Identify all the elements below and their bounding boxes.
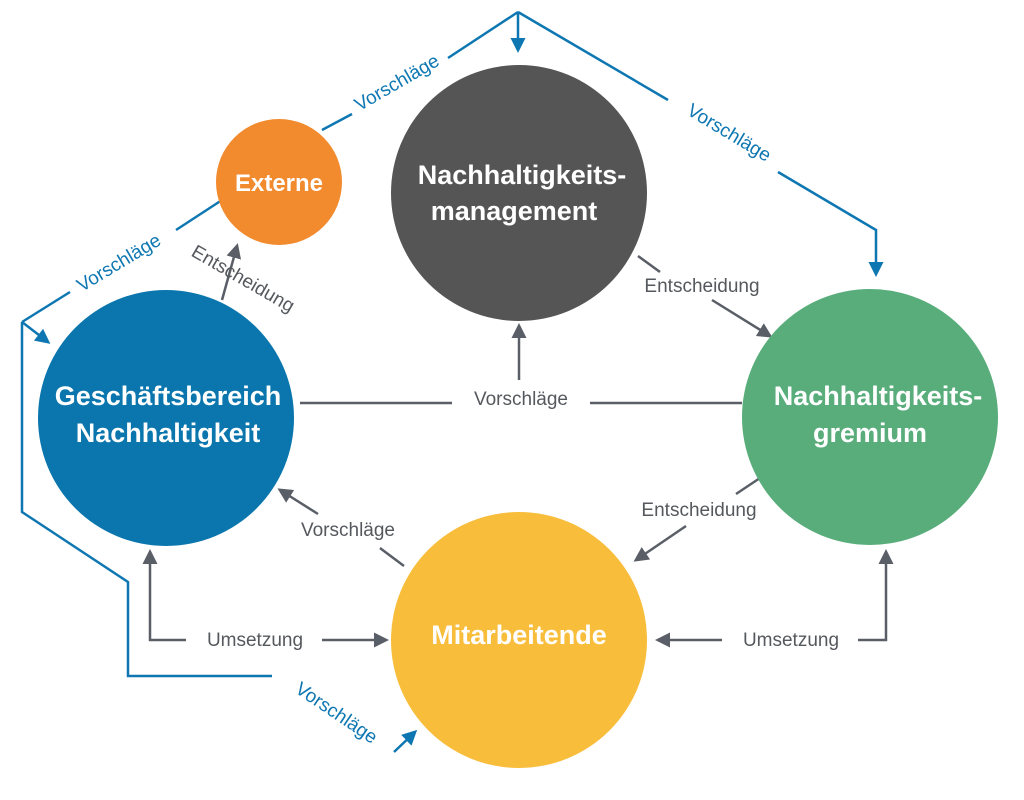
arrow-management-gremium-a — [637, 254, 661, 274]
externe-circle — [216, 119, 342, 245]
label-vorschlaege-left: Vorschläge — [73, 230, 164, 296]
label-entscheidung-management: Entscheidung — [644, 276, 759, 297]
blue-line-left-column — [20, 322, 272, 678]
grey-arrows — [142, 243, 894, 648]
node-externe: Externe — [216, 119, 342, 245]
mitarbeitende-circle — [391, 512, 647, 768]
label-umsetzung-right: Umsetzung — [743, 630, 839, 651]
label-umsetzung-left: Umsetzung — [207, 630, 303, 651]
blue-line-top-right-a — [517, 10, 669, 102]
geschaeftsbereich-label-line1: Geschäftsbereich — [55, 381, 282, 411]
gremium-label-line1: Nachhaltigkeits- — [774, 381, 983, 411]
arrow-gremium-mitarbeitende-a — [735, 476, 761, 496]
blue-arrow-into-mitarbeitende — [393, 729, 418, 753]
blue-arrow-into-gremium — [777, 170, 884, 277]
node-geschaeftsbereich: Geschäftsbereich Nachhaltigkeit — [38, 290, 294, 546]
arrow-mitarbeitende-geschaeftsbereich-a — [379, 547, 405, 567]
management-circle — [391, 65, 647, 321]
externe-label: Externe — [235, 170, 323, 197]
blue-arrow-into-geschaeftsbereich — [21, 321, 51, 344]
blue-line-externe-to-top — [321, 112, 353, 132]
label-vorschlaege-top-right: Vorschläge — [683, 100, 774, 166]
mitarbeitende-label: Mitarbeitende — [431, 620, 607, 650]
gremium-label-line2: gremium — [813, 418, 927, 448]
arrow-gremium-mitarbeitende-b — [633, 524, 687, 562]
management-label-line1: Nachhaltigkeits- — [418, 160, 627, 190]
arrow-mitarbeitende-geschaeftsbereich-b — [277, 488, 319, 516]
node-mitarbeitende: Mitarbeitende — [391, 512, 647, 768]
blue-line-externe-to-left-a — [175, 198, 223, 232]
label-entscheidung-gremium: Entscheidung — [641, 500, 756, 521]
arrow-management-gremium-b — [711, 298, 773, 338]
management-label-line2: management — [431, 196, 598, 226]
geschaeftsbereich-circle — [38, 290, 294, 546]
node-gremium: Nachhaltigkeits- gremium — [742, 289, 998, 545]
label-vorschlaege-center: Vorschläge — [474, 389, 568, 410]
gremium-circle — [742, 289, 998, 545]
blue-line-segment-top-left — [447, 10, 519, 60]
blue-feedback-loop — [20, 10, 884, 753]
blue-line-externe-to-left-b — [21, 290, 71, 324]
node-management: Nachhaltigkeits- management — [391, 65, 647, 321]
arrow-umsetzung-left-up — [142, 549, 186, 642]
arrow-entscheidung-externe — [220, 243, 242, 301]
label-vorschlaege-mitarbeitende: Vorschläge — [301, 520, 395, 541]
label-vorschlaege-bottom: Vorschläge — [291, 678, 381, 748]
geschaeftsbereich-label-line2: Nachhaltigkeit — [76, 418, 261, 448]
arrow-umsetzung-right-up — [858, 549, 894, 642]
